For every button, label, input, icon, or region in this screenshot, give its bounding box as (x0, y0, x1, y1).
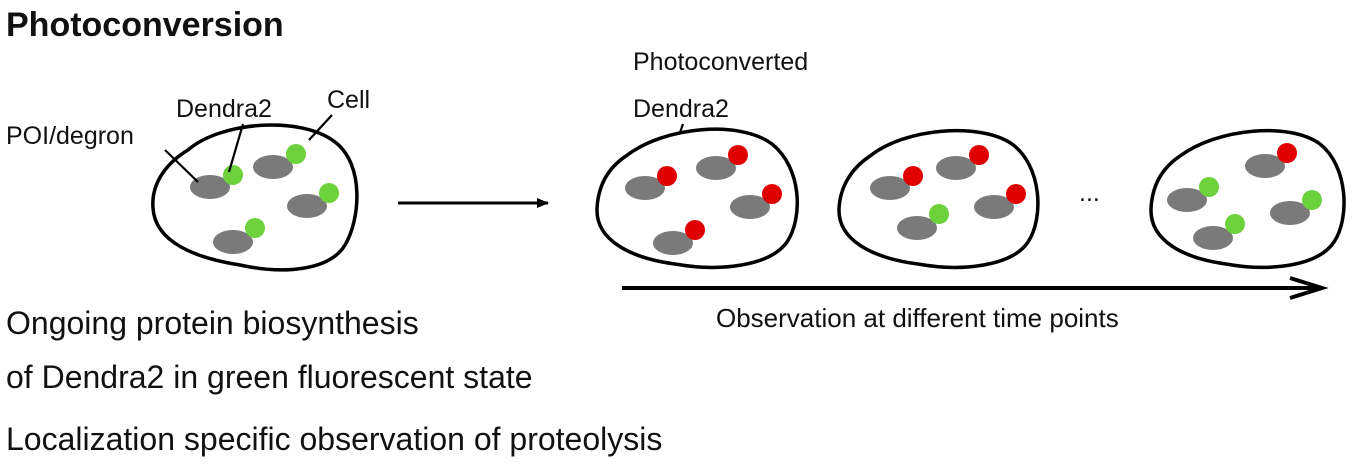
poi-degron (625, 176, 665, 200)
poi-degron (730, 195, 770, 219)
poi-degron (696, 156, 736, 180)
dendra2-red (657, 166, 677, 186)
poi-degron (1193, 226, 1233, 250)
ellipsis: ... (1079, 179, 1100, 207)
timeline-arrowhead (1289, 276, 1329, 300)
protein-pair (653, 220, 705, 255)
poi-degron (253, 155, 293, 179)
dendra2-green (286, 144, 306, 164)
dendra2-green (1302, 190, 1322, 210)
dendra2-green (1199, 177, 1219, 197)
dendra2-red (685, 220, 705, 240)
protein-pair (870, 166, 923, 200)
protein-pair (936, 145, 989, 180)
poi-degron (974, 195, 1014, 219)
protein-pair (287, 183, 339, 218)
cell-membrane (837, 128, 1040, 270)
protein-pair (730, 184, 782, 219)
label-dendra2: Dendra2 (176, 95, 272, 123)
poi-degron (936, 156, 976, 180)
protein-pair (974, 184, 1026, 219)
protein-pair (625, 166, 677, 200)
poi-degron (870, 176, 910, 200)
poi-degron (1167, 188, 1207, 212)
dendra2-green (319, 183, 339, 203)
timeline-label: Observation at different time points (716, 303, 1119, 333)
dendra2-green (1225, 214, 1245, 234)
poi-degron (897, 216, 937, 240)
poi-degron (1270, 201, 1310, 225)
protein-pair (213, 218, 265, 254)
protein-pair (897, 204, 949, 240)
dendra2-green (245, 218, 265, 238)
poi-degron (653, 231, 693, 255)
pointer-cell (308, 114, 333, 141)
dendra2-red (903, 166, 923, 186)
protein-pair (696, 145, 748, 180)
cell-timepoint-2 (837, 128, 1040, 270)
dendra2-green (929, 204, 949, 224)
cell-initial (151, 123, 359, 272)
protein-pair (1270, 190, 1322, 225)
dendra2-red (1277, 143, 1297, 163)
protein-pair (253, 144, 306, 179)
pointer-dendra2 (227, 123, 245, 173)
protein-pair (1167, 177, 1219, 212)
dendra2-green (223, 165, 243, 185)
diagram-title: Photoconversion (6, 6, 284, 44)
caption-line-3: Localization specific observation of pro… (6, 421, 662, 457)
protein-pair (1245, 143, 1297, 178)
dendra2-red (969, 145, 989, 165)
cell-membrane (595, 127, 799, 270)
protein-pair (1193, 214, 1245, 250)
poi-degron (190, 175, 230, 199)
cell-timepoint-n (1149, 128, 1346, 270)
cell-timepoint-1 (595, 127, 799, 270)
caption-line-1: Ongoing protein biosynthesis (6, 305, 419, 341)
poi-degron (213, 230, 253, 254)
caption-line-2: of Dendra2 in green fluorescent state (6, 359, 533, 395)
dendra2-red (1006, 184, 1026, 204)
pointer-poi (164, 149, 199, 183)
dendra2-red (762, 184, 782, 204)
label-photoconverted: Photoconverted (633, 48, 808, 76)
label-cell: Cell (327, 86, 370, 114)
poi-degron (1245, 154, 1285, 178)
cell-membrane (151, 123, 359, 272)
label-photoconverted-dendra2: Dendra2 (633, 95, 729, 123)
protein-pair (190, 165, 243, 199)
poi-degron (287, 194, 327, 218)
label-poi-degron: POI/degron (6, 122, 134, 150)
dendra2-red (728, 145, 748, 165)
